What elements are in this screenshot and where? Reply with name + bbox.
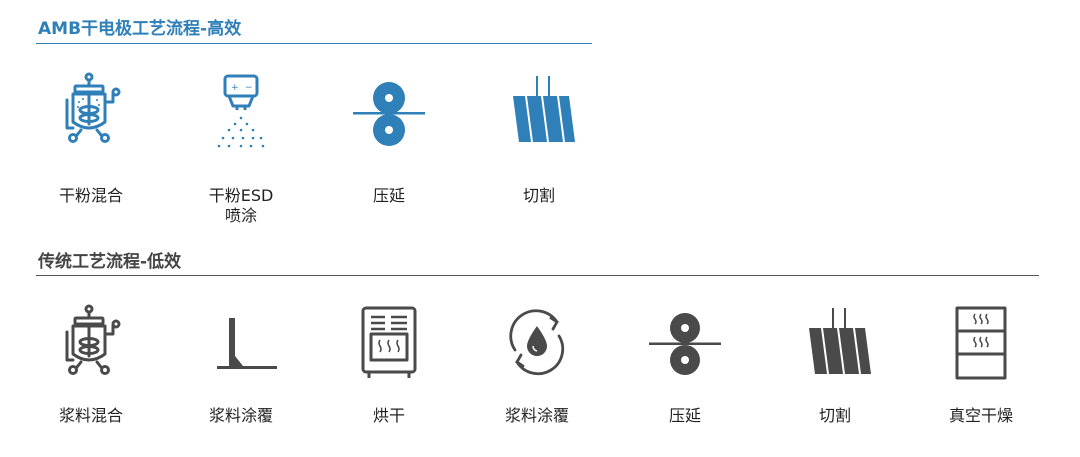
step-label: 浆料涂覆 xyxy=(504,406,569,425)
cutting-icon xyxy=(809,308,871,374)
mixer-tank-icon xyxy=(65,304,121,375)
svg-text:−: − xyxy=(245,83,253,93)
cutting-icon xyxy=(513,76,575,142)
step-label: 切割 xyxy=(522,186,555,205)
calender-roller-icon xyxy=(353,82,425,146)
step-label: 烘干 xyxy=(372,406,405,425)
drying-oven-icon xyxy=(361,306,417,378)
traditional-step-mixing: 浆料混合 xyxy=(36,304,146,426)
coating-blade-icon xyxy=(217,318,277,369)
step-label: 浆料涂覆 xyxy=(208,406,273,425)
step-label: 干粉ESD 喷涂 xyxy=(208,186,274,225)
traditional-step-recycle: 浆料涂覆 xyxy=(482,304,592,426)
mixer-tank-icon xyxy=(65,72,121,143)
efficient-step-mixing: 干粉混合 xyxy=(36,72,146,206)
traditional-process-title: 传统工艺流程-低效 xyxy=(38,252,182,272)
step-label: 干粉混合 xyxy=(58,186,123,205)
traditional-step-cutting: 切割 xyxy=(780,304,890,426)
efficient-step-calender: 压延 xyxy=(334,72,444,206)
traditional-step-calender: 压延 xyxy=(630,304,740,426)
efficient-process-title: AMB干电极工艺流程-高效 xyxy=(38,19,242,39)
step-label: 切割 xyxy=(818,406,851,425)
svg-text:+: + xyxy=(231,83,239,93)
calender-roller-icon xyxy=(649,313,721,375)
efficient-step-esd-spray: + − 干粉ESD 喷涂 xyxy=(186,72,296,226)
traditional-step-coating: 浆料涂覆 xyxy=(186,304,296,426)
esd-spray-icon: + − xyxy=(217,74,265,148)
efficient-step-cutting: 切割 xyxy=(484,72,594,206)
step-label: 压延 xyxy=(372,186,405,205)
step-label: 真空干燥 xyxy=(948,406,1013,425)
traditional-title-divider xyxy=(36,275,1039,276)
traditional-step-vacuum-drying: 真空干燥 xyxy=(926,304,1036,426)
traditional-step-drying: 烘干 xyxy=(334,304,444,426)
solvent-recycle-icon xyxy=(509,309,565,376)
efficient-title-divider xyxy=(36,43,592,44)
step-label: 浆料混合 xyxy=(58,406,123,425)
vacuum-dryer-icon xyxy=(955,306,1007,380)
step-label: 压延 xyxy=(668,406,701,425)
